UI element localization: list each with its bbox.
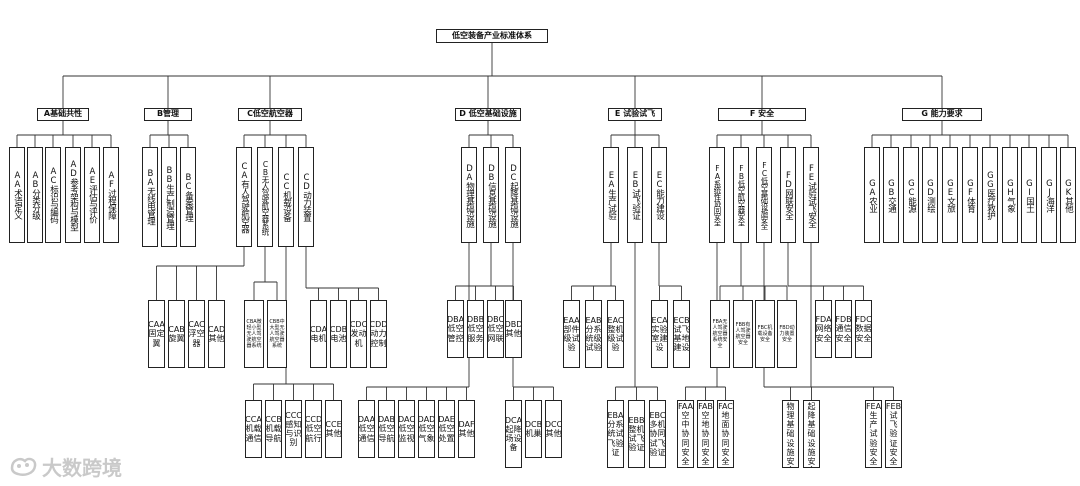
node-EAA: EAA部件级试验 <box>563 300 580 368</box>
node-DA: DA物理基础设施 <box>461 147 477 243</box>
node-CCD: CCD低空航行 <box>305 400 322 458</box>
node-CCB: CCB机载导航 <box>265 400 282 458</box>
watermark: 大数跨境 <box>8 452 122 481</box>
node-CC: CC机载设备 <box>278 147 294 247</box>
node-GJ: GJ海洋 <box>1041 147 1057 243</box>
node-CAA: CAA固定翼 <box>148 300 165 368</box>
node-CDD: CDD动力控制 <box>370 300 387 368</box>
node-EBA: EBA分系统试飞验证 <box>607 400 624 468</box>
node-FD: FD网联安全 <box>780 147 796 243</box>
node-CCE: CCE其他 <box>325 400 342 458</box>
node-EB: EB试飞验证 <box>627 147 643 243</box>
node-AA: AA术语定义 <box>9 147 25 243</box>
node-EAC: EAC整机级试验 <box>607 300 624 368</box>
node-F: F 安全 <box>718 108 806 121</box>
node-GG: GG医疗救护 <box>982 147 998 243</box>
node-FC: FC低空基础设施安全 <box>756 147 772 243</box>
node-AE: AE评估与评价 <box>84 147 100 243</box>
node-EA: EA生产试验 <box>603 147 619 243</box>
node-DBC: DBC低空网联 <box>487 300 504 358</box>
node-CBB: CBB中大型无人驾驶航空器系统 <box>267 300 287 368</box>
node-DAC: DAC低空监视 <box>398 400 415 458</box>
node-CA: CA有人驾驶航空器 <box>236 147 252 247</box>
node-ECB: ECB试飞基地建设 <box>673 300 690 368</box>
node-DAB: DAB低空导航 <box>378 400 395 458</box>
node-GB: GB交通 <box>883 147 899 243</box>
node-FEA: FEA生产试验安全 <box>865 400 882 468</box>
node-FCA: FCA物理基础设施安全 <box>782 400 799 468</box>
node-FBB: FBB有人驾驶航空器安全 <box>733 300 753 368</box>
node-FDC: FDC数据安全 <box>855 300 872 358</box>
node-DCA: DCA起降场设备 <box>505 400 522 468</box>
node-FBC: FBC机载设备安全 <box>755 300 775 368</box>
node-B: B管理 <box>144 108 192 121</box>
node-CCC: CCC感知与识别 <box>285 400 302 458</box>
node-FE: FE试验试飞安全 <box>803 147 819 243</box>
node-FAA: FAA空中协同安全 <box>677 400 694 468</box>
node-FEB: FEB试飞验证安全 <box>885 400 902 468</box>
node-DAF: DAF其他 <box>458 400 475 458</box>
root-node: 低空装备产业标准体系 <box>436 29 548 43</box>
node-G: G 能力要求 <box>902 108 982 121</box>
node-FAB: FAB空地协同安全 <box>697 400 714 468</box>
node-AD: AD参考架构与模型 <box>65 147 81 243</box>
node-DAE: DAE低空处置 <box>438 400 455 458</box>
node-CBA: CBA微轻小型无人驾驶航空器系统 <box>244 300 264 368</box>
node-AF: AF过程保障 <box>103 147 119 243</box>
node-CDA: CDA电机 <box>310 300 327 368</box>
node-CD: CD动力装置 <box>298 147 314 247</box>
node-DBB: DBB低空服务 <box>467 300 484 358</box>
node-DC: DC起降基础设施 <box>505 147 521 243</box>
node-EC: EC能力建设 <box>651 147 667 243</box>
node-ECA: ECA实验室建设 <box>651 300 668 368</box>
watermark-text: 大数跨境 <box>42 456 122 480</box>
node-FCB: FCB起降基础设施安全 <box>803 400 820 468</box>
node-FBA: FBA无人驾驶航空器系统安全 <box>710 300 730 368</box>
node-AB: AB分类分级 <box>27 147 43 243</box>
node-A: A基础共性 <box>37 108 89 121</box>
node-GE: GE文旅 <box>942 147 958 243</box>
node-DAD: DAD低空气象 <box>418 400 435 458</box>
node-AC: AC标识与编码 <box>45 147 61 243</box>
node-CAC: CAC浮空器 <box>188 300 205 368</box>
node-BB: BB生产制造管理 <box>161 147 177 247</box>
node-D: D 低空基础设施 <box>455 108 521 121</box>
node-CDC: CDC发动机 <box>350 300 367 368</box>
node-CAB: CAB旋翼 <box>168 300 185 368</box>
node-GD: GD测绘 <box>922 147 938 243</box>
node-EAB: EAB分系统级试验 <box>585 300 602 368</box>
brand-logo-icon <box>10 457 37 476</box>
node-DBD: DBD其他 <box>505 300 522 358</box>
node-GI: GI国土 <box>1021 147 1037 243</box>
node-GC: GC能源 <box>903 147 919 243</box>
node-FDB: FDB通信安全 <box>835 300 852 358</box>
node-FDA: FDA网络安全 <box>815 300 832 358</box>
node-DBA: DBA低空管控 <box>447 300 464 358</box>
node-CAD: CAD其他 <box>208 300 225 368</box>
node-DB: DB信息基础设施 <box>483 147 499 243</box>
node-FAC: FAC地面协同安全 <box>717 400 734 468</box>
node-FA: FA系统性协同安全 <box>709 147 725 243</box>
node-GH: GH气象 <box>1002 147 1018 243</box>
node-CCA: CCA机载通信 <box>245 400 262 458</box>
node-FB: FB低空航空器安全 <box>733 147 749 243</box>
node-BC: BC备案管理 <box>180 147 196 247</box>
node-DCB: DCB机巢 <box>525 400 542 458</box>
node-CB: CB无人驾驶航空器系统 <box>257 147 273 247</box>
node-EBB: EBB整机试飞验证 <box>628 400 645 468</box>
node-C: C低空航空器 <box>238 108 302 121</box>
node-FBD: FBD动力装置安全 <box>777 300 797 368</box>
node-CDB: CDB电池 <box>330 300 347 368</box>
node-GK: GK其他 <box>1060 147 1076 243</box>
node-E: E 试验试飞 <box>608 108 662 121</box>
node-EBC: EBC多机协同试飞验证 <box>649 400 666 468</box>
node-GA: GA农业 <box>864 147 880 243</box>
node-BA: BA无线电管理 <box>142 147 158 247</box>
node-DAA: DAA低空通信 <box>358 400 375 458</box>
node-DCC: DCC其他 <box>545 400 562 458</box>
node-GF: GF体育 <box>962 147 978 243</box>
